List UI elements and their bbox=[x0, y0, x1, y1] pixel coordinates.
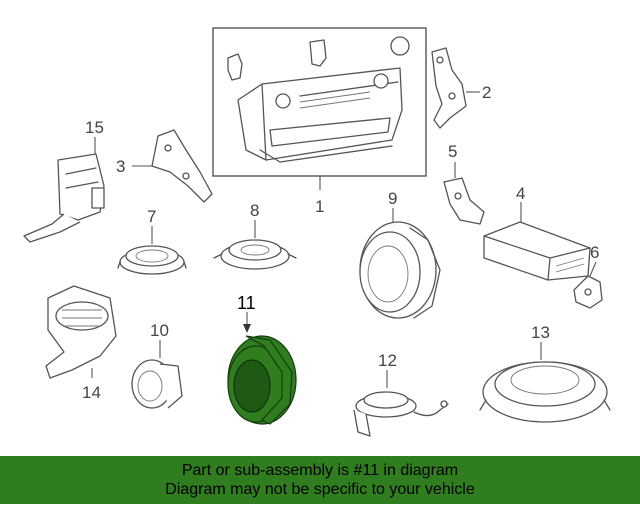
callout-3: 3 bbox=[116, 157, 125, 176]
part-5-bracket[interactable] bbox=[444, 162, 484, 224]
part-14-speaker-bracket[interactable] bbox=[46, 286, 116, 378]
callout-7: 7 bbox=[147, 207, 156, 226]
callout-15: 15 bbox=[85, 118, 104, 137]
callout-9: 9 bbox=[388, 189, 397, 208]
callout-10: 10 bbox=[150, 321, 169, 340]
parts-diagram: 1 2 3 4 5 6 7 8 9 10 11 12 13 14 15 bbox=[0, 0, 640, 456]
part-8-tweeter[interactable] bbox=[214, 220, 296, 269]
callout-2: 2 bbox=[482, 83, 491, 102]
callout-11: 11 bbox=[237, 293, 256, 313]
callout-14: 14 bbox=[82, 383, 101, 402]
part-2-bracket[interactable] bbox=[432, 48, 480, 128]
info-banner: Part or sub-assembly is #11 in diagram D… bbox=[0, 456, 640, 504]
callout-13: 13 bbox=[531, 323, 550, 342]
callout-4: 4 bbox=[516, 184, 525, 203]
part-10-speaker[interactable] bbox=[132, 340, 182, 408]
callout-6: 6 bbox=[590, 243, 599, 262]
part-4-module[interactable] bbox=[484, 202, 590, 280]
part-13-large-speaker[interactable] bbox=[480, 342, 610, 422]
part-3-bracket[interactable] bbox=[132, 130, 212, 202]
part-15-amplifier-bracket[interactable] bbox=[24, 137, 104, 242]
part-1-radio-head-unit[interactable] bbox=[213, 28, 426, 190]
part-11-speaker-highlighted[interactable] bbox=[228, 312, 296, 424]
callout-8: 8 bbox=[250, 201, 259, 220]
callout-5: 5 bbox=[448, 142, 457, 161]
banner-line-part: Part or sub-assembly is #11 in diagram bbox=[0, 461, 640, 480]
part-9-door-speaker[interactable] bbox=[360, 208, 440, 318]
callout-12: 12 bbox=[378, 351, 397, 370]
part-7-tweeter[interactable] bbox=[118, 226, 186, 274]
part-12-tweeter-wire[interactable] bbox=[354, 370, 448, 436]
callout-1: 1 bbox=[315, 197, 324, 216]
banner-line-disclaimer: Diagram may not be specific to your vehi… bbox=[0, 480, 640, 499]
